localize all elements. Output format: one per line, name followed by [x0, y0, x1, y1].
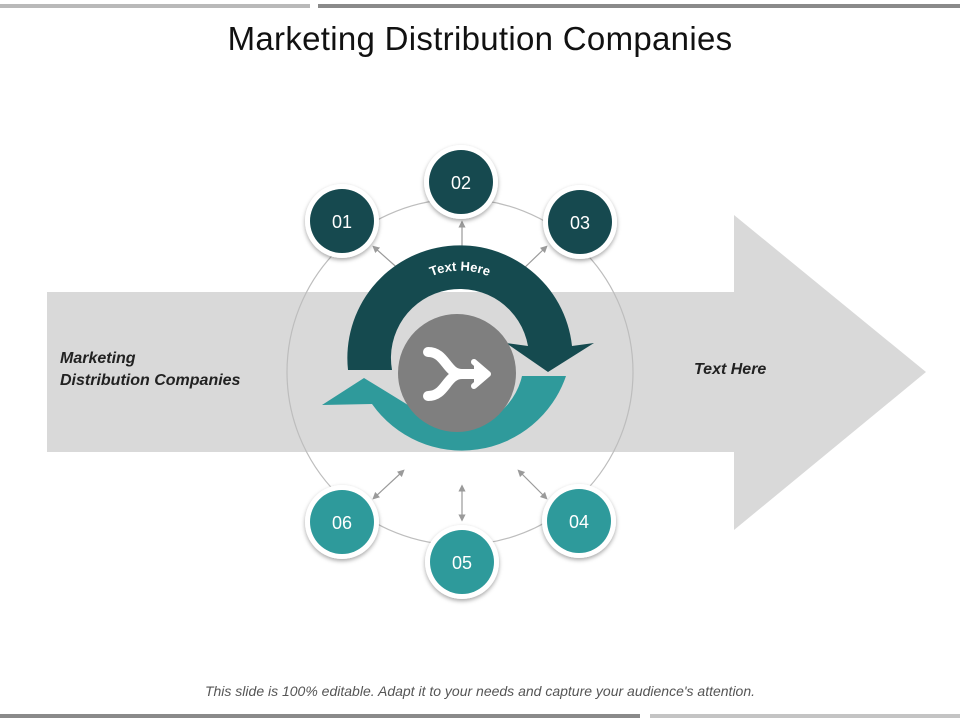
connector-04	[517, 469, 548, 500]
connector-06	[372, 469, 405, 500]
node-05-label: 05	[452, 553, 472, 573]
right-label: Text Here	[694, 361, 767, 378]
left-label: Marketing Distribution Companies	[60, 348, 290, 392]
top-accent-bar-right	[318, 4, 960, 8]
top-accent-bar-left	[0, 4, 310, 8]
node-03	[543, 185, 617, 259]
bottom-accent-bar-left	[0, 714, 640, 718]
footer-note: This slide is 100% editable. Adapt it to…	[204, 683, 756, 699]
node-06	[305, 485, 379, 559]
node-02-label: 02	[451, 173, 471, 193]
svg-text:Text Here: Text Here	[432, 461, 491, 480]
node-04	[542, 484, 616, 558]
left-label-line-2: Distribution Companies	[60, 372, 241, 389]
node-04-label: 04	[569, 512, 589, 532]
node-01	[305, 184, 379, 258]
bottom-arc-text: Text Here	[432, 461, 491, 480]
node-05	[425, 525, 499, 599]
node-01-label: 01	[332, 212, 352, 232]
page-title: Marketing Distribution Companies	[227, 20, 733, 57]
left-label-line-1: Marketing	[60, 350, 136, 367]
top-cycle-arc	[347, 245, 594, 372]
node-02	[424, 145, 498, 219]
bottom-cycle-arc	[322, 376, 566, 451]
merge-arrow-icon	[423, 347, 491, 401]
bottom-accent-bar-right	[650, 714, 960, 718]
node-06-label: 06	[332, 513, 352, 533]
node-03-label: 03	[570, 213, 590, 233]
